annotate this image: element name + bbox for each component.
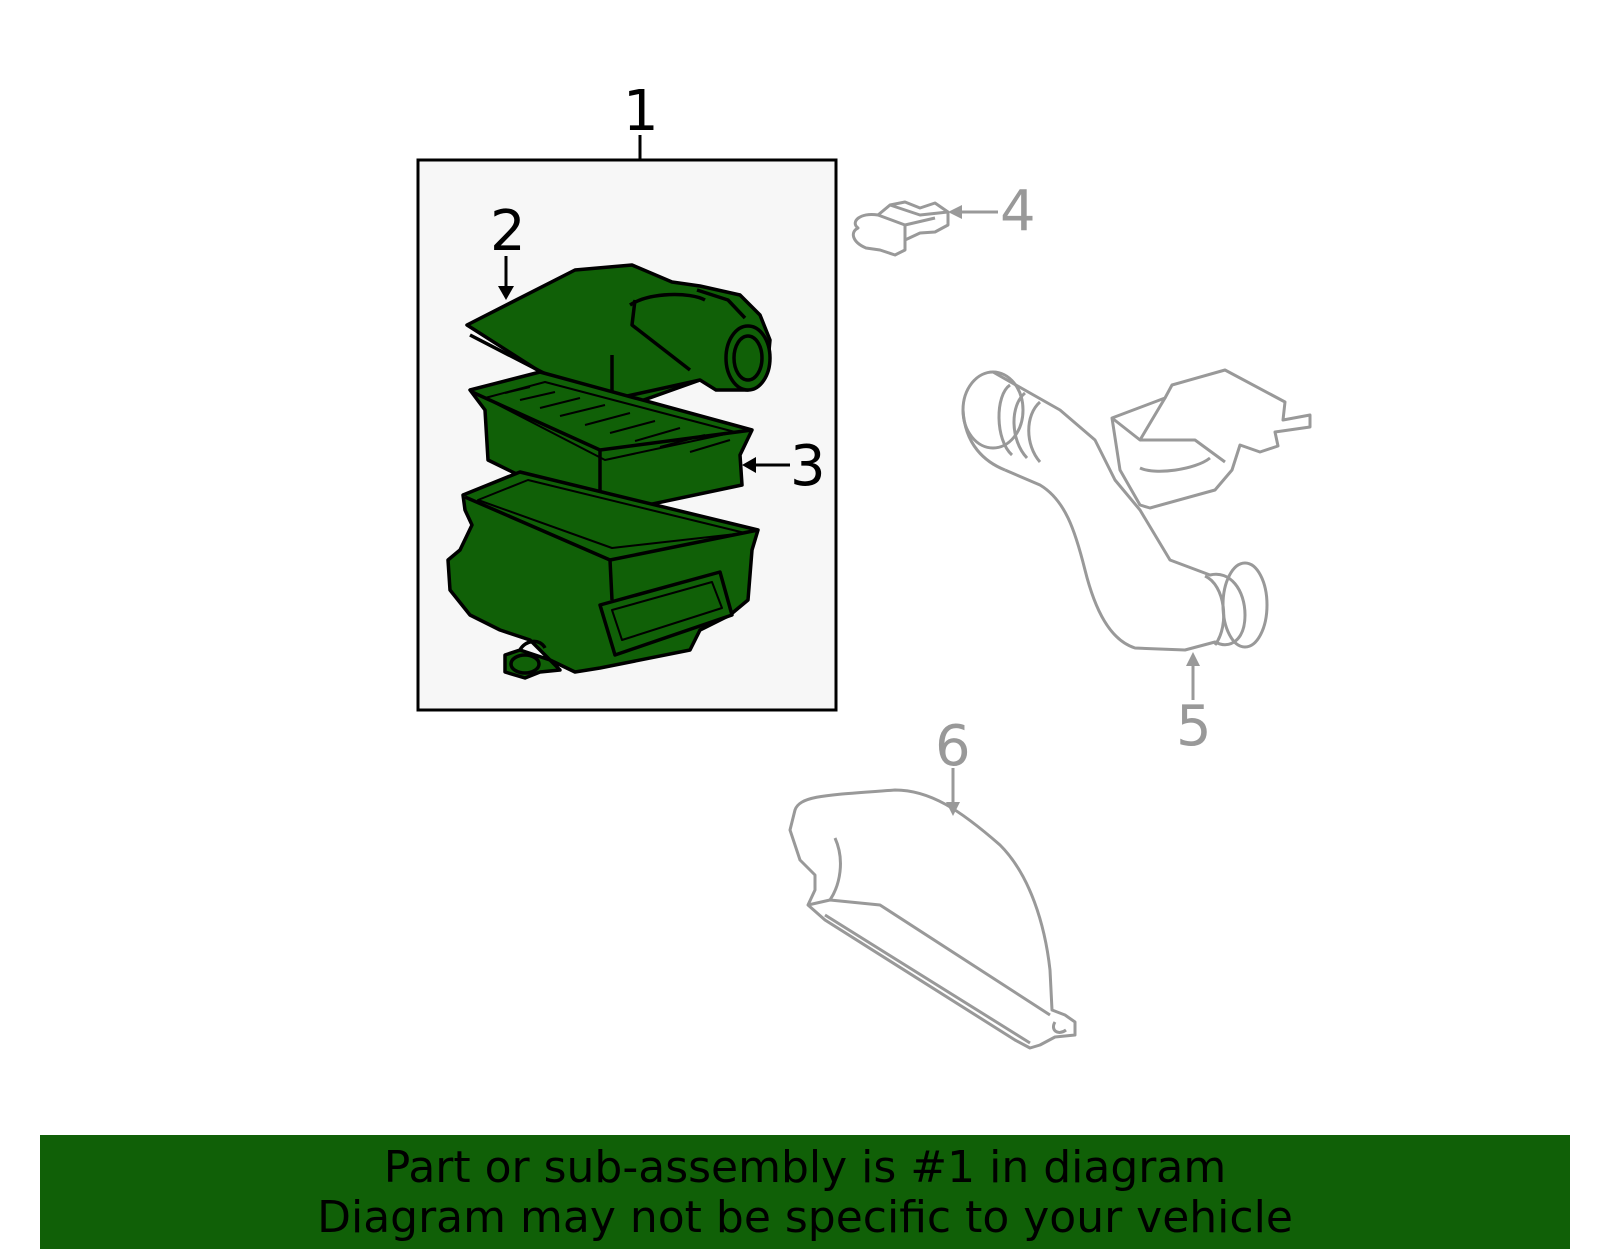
banner-line-1: Part or sub-assembly is #1 in diagram: [383, 1142, 1227, 1193]
callout-4[interactable]: 4: [1000, 179, 1036, 244]
callout-2-leader: [498, 256, 514, 300]
callout-2[interactable]: 2: [490, 199, 526, 264]
air-cleaner-housing-part[interactable]: [446, 470, 760, 680]
callout-4-leader: [948, 205, 998, 219]
callout-5-leader: [1186, 652, 1200, 700]
banner-line-2: Diagram may not be specific to your vehi…: [317, 1192, 1293, 1243]
callout-6-leader: [946, 768, 960, 816]
callout-3[interactable]: 3: [790, 434, 826, 499]
banner-background: [40, 1135, 1570, 1249]
intake-hose-part[interactable]: [961, 368, 1312, 652]
clip-part[interactable]: [851, 200, 950, 257]
callout-3-leader: [742, 457, 790, 473]
callout-6[interactable]: 6: [935, 714, 971, 779]
disclaimer-banner: Part or sub-assembly is #1 in diagram Di…: [40, 1135, 1570, 1249]
air-duct-part[interactable]: [788, 788, 1077, 1050]
air-cleaner-cover-part[interactable]: [465, 263, 772, 414]
callout-5[interactable]: 5: [1176, 694, 1212, 759]
callout-1[interactable]: 1: [623, 79, 659, 144]
